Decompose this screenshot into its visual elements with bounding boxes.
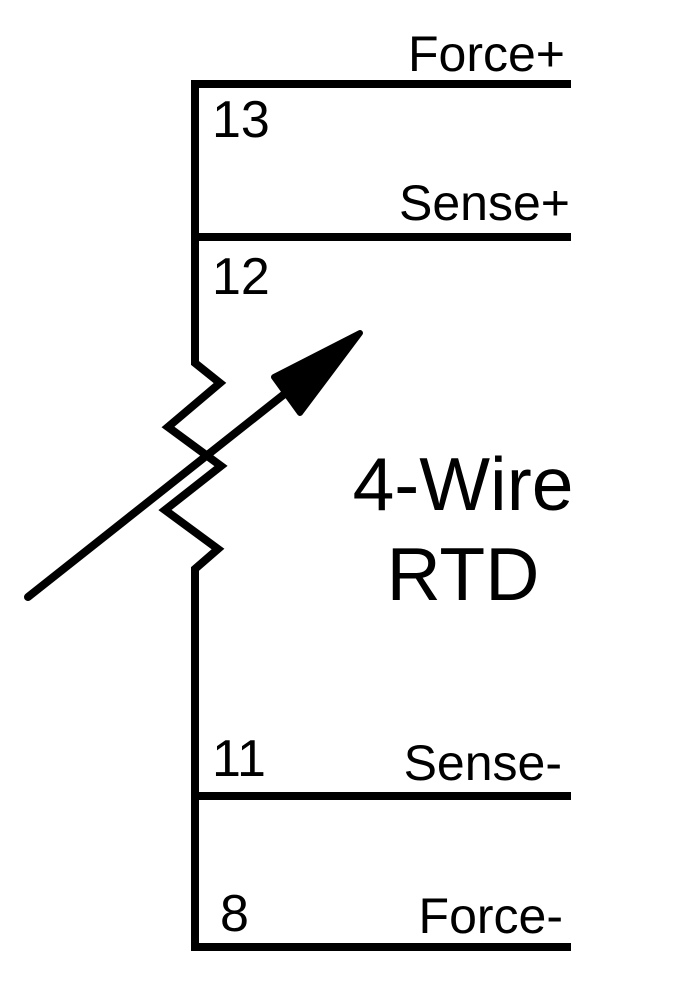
pin-number-8: 8 [220, 885, 249, 943]
terminal-label-sense-plus: Sense+ [399, 175, 570, 231]
device-title-line1: 4-Wire [352, 442, 574, 526]
pin-number-11: 11 [212, 730, 266, 788]
terminal-label-force-plus: Force+ [407, 26, 565, 82]
pin-number-12: 12 [212, 248, 270, 306]
variable-arrow-shaft [24, 388, 291, 601]
device-title-line2: RTD [386, 532, 540, 616]
pin-number-13: 13 [212, 91, 270, 149]
terminal-label-force-minus: Force- [418, 888, 563, 944]
device-title: 4-Wire RTD [343, 439, 583, 619]
terminal-label-sense-minus: Sense- [403, 735, 562, 791]
resistor-zigzag-symbol [158, 80, 228, 951]
variable-arrow-head [271, 330, 363, 416]
